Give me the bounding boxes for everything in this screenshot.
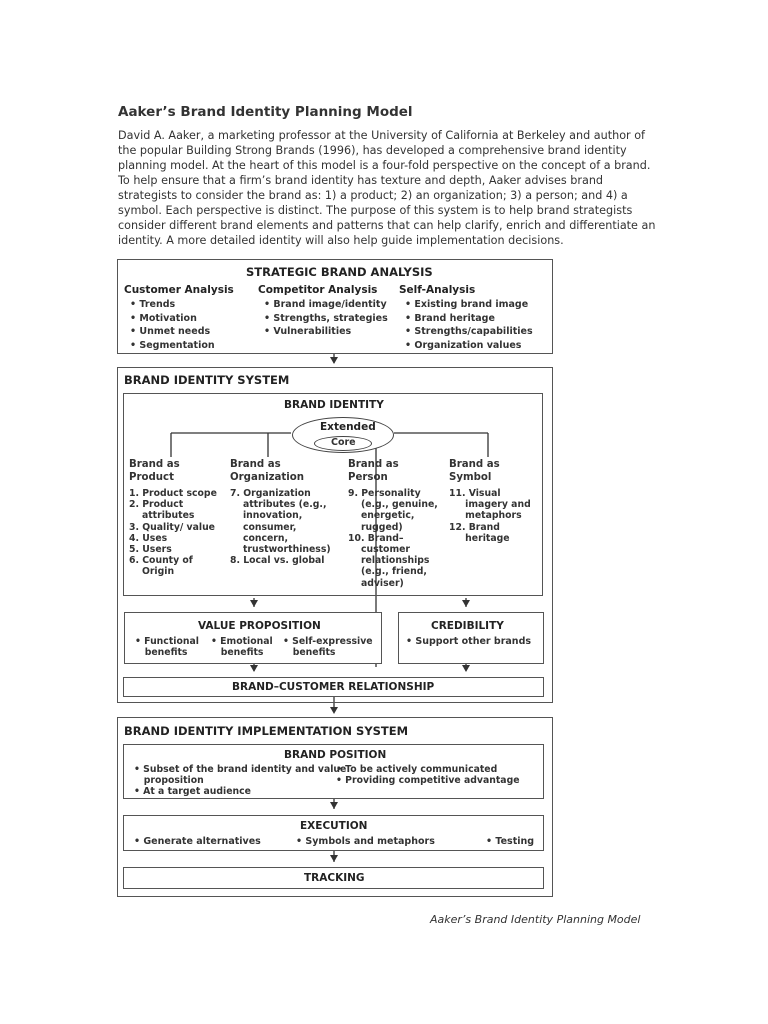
intro-paragraph: David A. Aaker, a marketing professor at…	[118, 129, 656, 247]
value-proposition-title: VALUE PROPOSITION	[198, 620, 321, 632]
page-title: Aaker’s Brand Identity Planning Model	[118, 104, 413, 120]
brand-identity-box: BRAND IDENTITY	[123, 393, 543, 596]
customer-analysis-item: • Unmet needs	[130, 326, 211, 337]
arrow-down-icon	[462, 665, 470, 672]
arrow-down-icon	[330, 802, 338, 809]
brand-customer-relationship-label: BRAND–CUSTOMER RELATIONSHIP	[232, 681, 435, 693]
core-label: Core	[331, 437, 356, 448]
self-analysis-item: • Brand heritage	[405, 313, 495, 324]
execution-item: • Symbols and metaphors	[296, 836, 435, 847]
implementation-system-title: BRAND IDENTITY IMPLEMENTATION SYSTEM	[124, 724, 409, 738]
brand-as-symbol-title: Brand as Symbol	[449, 459, 500, 483]
credibility-title: CREDIBILITY	[431, 620, 504, 632]
execution-item: • Generate alternatives	[134, 836, 261, 847]
self-analysis-item: • Organization values	[405, 340, 522, 351]
figure-caption: Aaker’s Brand Identity Planning Model	[430, 913, 641, 926]
arrow-down-icon	[330, 855, 338, 862]
brand-customer-relationship-box: BRAND–CUSTOMER RELATIONSHIP	[123, 677, 544, 697]
competitor-analysis-item: • Vulnerabilities	[264, 326, 352, 337]
self-analysis-item: • Existing brand image	[405, 299, 529, 310]
customer-analysis-item: • Segmentation	[130, 340, 215, 351]
competitor-analysis-item: • Strengths, strategies	[264, 313, 388, 324]
brand-as-organization-title: Brand as Organization	[230, 459, 305, 483]
customer-analysis-title: Customer Analysis	[124, 284, 234, 296]
credibility-item: • Support other brands	[406, 636, 532, 647]
arrow-down-icon	[330, 707, 338, 714]
brand-as-person-title: Brand as Person	[348, 459, 399, 483]
identity-system-box: BRAND IDENTITY SYSTEM	[117, 367, 553, 703]
execution-title: EXECUTION	[300, 820, 368, 832]
execution-item: • Testing	[486, 836, 535, 847]
value-proposition-item: • Functional benefits	[135, 636, 199, 659]
brand-as-symbol-items: 11. Visual imagery and metaphors 12. Bra…	[449, 488, 531, 544]
arrow-down-icon	[250, 665, 258, 672]
brand-position-right-items: • To be actively communicated • Providin…	[336, 764, 520, 787]
extended-label: Extended	[320, 421, 376, 433]
brand-as-organization-items: 7. Organization attributes (e.g., innova…	[230, 488, 331, 567]
brand-position-left-items: • Subset of the brand identity and value…	[134, 764, 347, 798]
self-analysis-title: Self-Analysis	[399, 284, 476, 296]
identity-system-title: BRAND IDENTITY SYSTEM	[124, 373, 290, 387]
customer-analysis-item: • Trends	[130, 299, 176, 310]
brand-as-product-title: Brand as Product	[129, 459, 180, 483]
competitor-analysis-item: • Brand image/identity	[264, 299, 387, 310]
brand-as-person-items: 9. Personality (e.g., genuine, energetic…	[348, 488, 438, 589]
arrow-down-icon	[330, 357, 338, 364]
implementation-system-box: BRAND IDENTITY IMPLEMENTATION SYSTEM	[117, 717, 553, 897]
strategic-analysis-box: STRATEGIC BRAND ANALYSIS Customer Analys…	[117, 259, 553, 354]
execution-box: EXECUTION • Generate alternatives • Symb…	[123, 815, 544, 851]
value-proposition-item: • Self-expressive benefits	[283, 636, 373, 659]
tracking-label: TRACKING	[304, 872, 365, 884]
value-proposition-item: • Emotional benefits	[211, 636, 273, 659]
core-oval	[314, 436, 372, 451]
self-analysis-item: • Strengths/capabilities	[405, 326, 533, 337]
tracking-box: TRACKING	[123, 867, 544, 889]
credibility-box: CREDIBILITY • Support other brands	[398, 612, 544, 664]
strategic-analysis-title: STRATEGIC BRAND ANALYSIS	[246, 265, 433, 279]
arrow-down-icon	[250, 600, 258, 607]
arrow-down-icon	[462, 600, 470, 607]
brand-position-box: BRAND POSITION • Subset of the brand ide…	[123, 744, 544, 799]
competitor-analysis-title: Competitor Analysis	[258, 284, 378, 296]
brand-identity-title: BRAND IDENTITY	[284, 399, 384, 411]
brand-identity-diagram: STRATEGIC BRAND ANALYSIS Customer Analys…	[116, 257, 556, 900]
brand-position-title: BRAND POSITION	[284, 749, 387, 761]
brand-as-product-items: 1. Product scope 2. Product attributes 3…	[129, 488, 217, 578]
value-proposition-box: VALUE PROPOSITION • Functional benefits …	[124, 612, 382, 664]
customer-analysis-item: • Motivation	[130, 313, 197, 324]
